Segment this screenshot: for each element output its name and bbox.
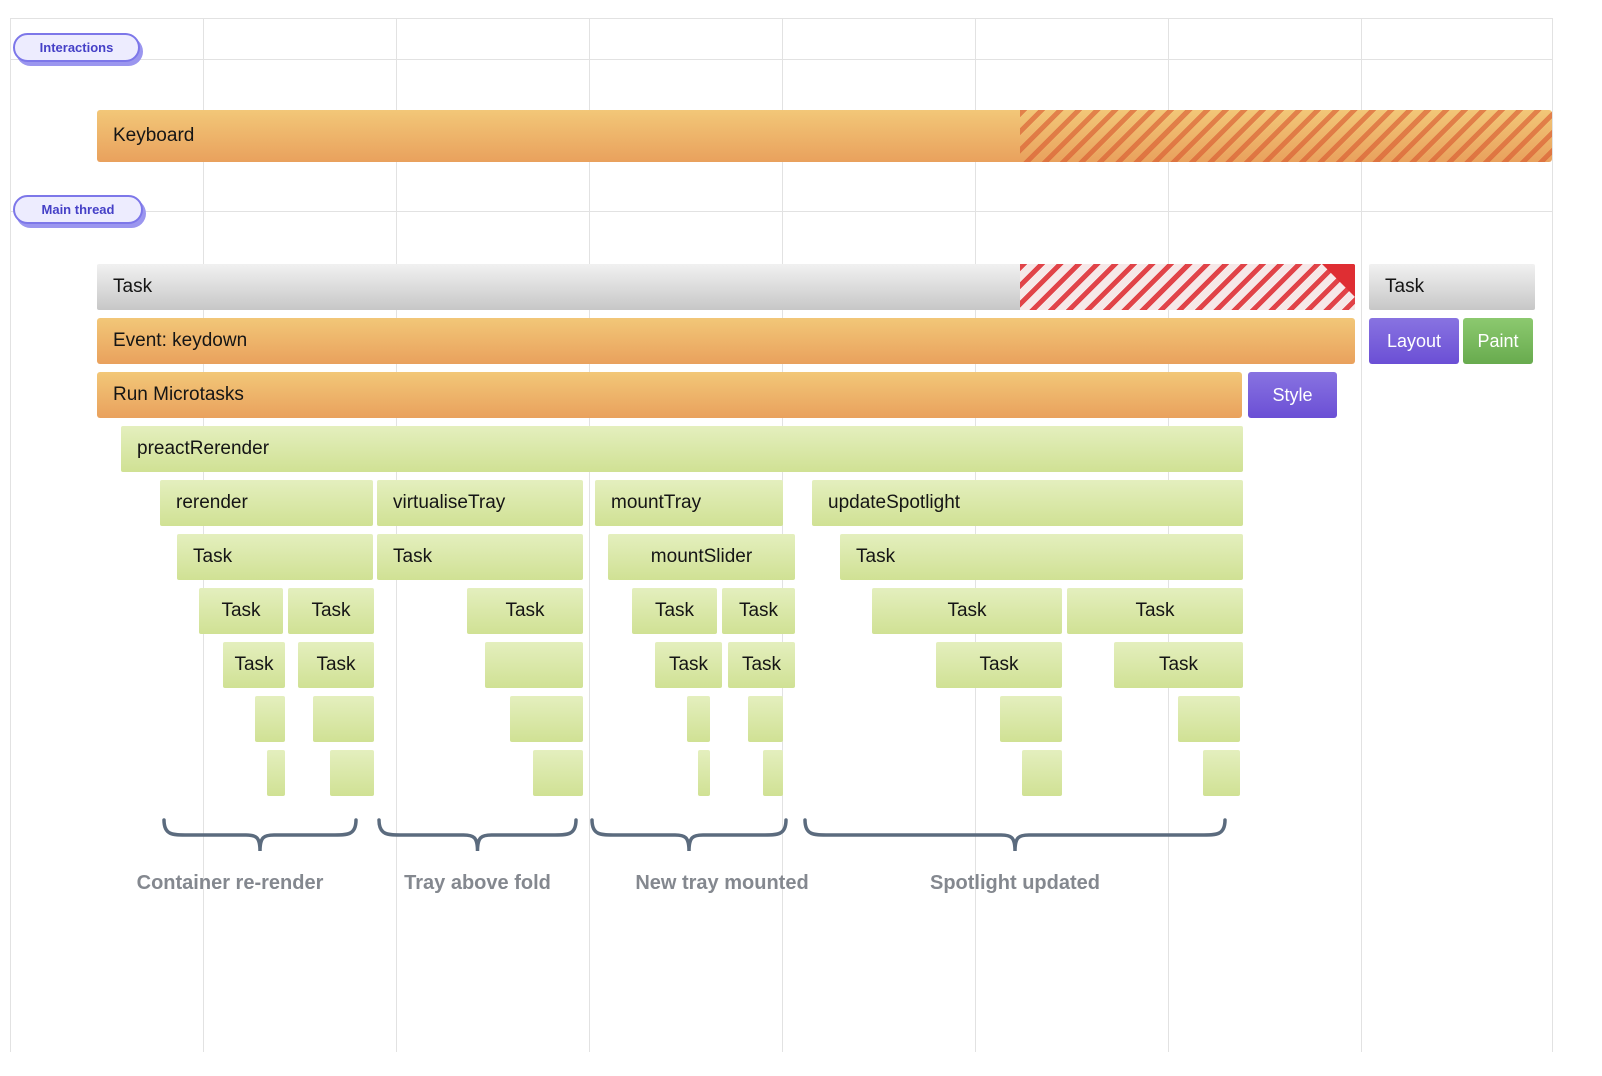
bar-block[interactable] — [698, 750, 710, 796]
bar-block[interactable] — [533, 750, 583, 796]
gridline-horizontal — [10, 59, 1552, 60]
bar-event-keydown[interactable]: Event: keydown — [97, 318, 1355, 364]
bar-label: preactRerender — [137, 438, 270, 459]
bar-block[interactable] — [485, 642, 583, 688]
bar-block[interactable] — [330, 750, 374, 796]
gridline-vertical — [1361, 18, 1362, 1052]
bar-block[interactable] — [267, 750, 285, 796]
bar-label: Style — [1272, 385, 1313, 405]
bar-task[interactable]: Task — [1067, 588, 1243, 634]
bar-task[interactable]: Task — [840, 534, 1243, 580]
bar-label: Task — [738, 600, 779, 621]
bar-label: Task — [505, 600, 545, 621]
bar-label: Run Microtasks — [113, 384, 244, 405]
bar-block[interactable] — [763, 750, 783, 796]
bar-block[interactable] — [255, 696, 285, 742]
hatched-overrun-region — [1020, 110, 1552, 162]
bar-paint[interactable]: Paint — [1463, 318, 1533, 364]
bar-virtualisetray[interactable]: virtualiseTray — [377, 480, 583, 526]
bar-task[interactable]: Task — [632, 588, 717, 634]
bar-run-microtasks[interactable]: Run Microtasks — [97, 372, 1242, 418]
bar-layout[interactable]: Layout — [1369, 318, 1459, 364]
bar-label: Task — [668, 654, 709, 675]
bar-label: Paint — [1477, 331, 1519, 351]
bar-block[interactable] — [1022, 750, 1062, 796]
bar-block[interactable] — [1000, 696, 1062, 742]
bar-label: Event: keydown — [113, 330, 248, 351]
bar-block[interactable] — [1178, 696, 1240, 742]
bar-label: Task — [113, 276, 153, 297]
bar-task[interactable]: Task — [377, 534, 583, 580]
bar-rerender[interactable]: rerender — [160, 480, 373, 526]
bar-label: Task — [234, 654, 274, 675]
bar-label: Task — [947, 600, 987, 621]
bar-label: Task — [856, 546, 896, 567]
track-pill-interactions[interactable]: Interactions — [13, 33, 140, 62]
bar-label: Task — [193, 546, 233, 567]
hatched-overrun-region — [1020, 264, 1355, 310]
bar-task[interactable]: Task — [288, 588, 374, 634]
bar-task[interactable]: Task — [467, 588, 583, 634]
gridline-vertical — [589, 18, 590, 1052]
bar-label: mountSlider — [650, 546, 753, 567]
bar-updatespotlight[interactable]: updateSpotlight — [812, 480, 1243, 526]
bar-label: mountTray — [611, 492, 702, 513]
bar-label: Task — [221, 600, 261, 621]
bar-task[interactable]: Task — [177, 534, 373, 580]
bar-task[interactable]: Task — [722, 588, 795, 634]
track-pill-main-thread-label: Main thread — [41, 202, 115, 217]
bar-mounttray[interactable]: mountTray — [595, 480, 783, 526]
gridline-horizontal — [10, 211, 1552, 212]
bar-task[interactable]: Task — [872, 588, 1062, 634]
annotation-label: Tray above fold — [404, 872, 551, 894]
bar-task[interactable]: Task — [655, 642, 722, 688]
bar-task[interactable]: Task — [298, 642, 374, 688]
bar-block[interactable] — [313, 696, 374, 742]
bar-keyboard[interactable]: Keyboard — [97, 110, 1552, 162]
underbrace — [377, 818, 578, 852]
bar-block[interactable] — [510, 696, 583, 742]
bar-label: virtualiseTray — [393, 492, 506, 513]
bar-preactrerender[interactable]: preactRerender — [121, 426, 1243, 472]
underbrace — [162, 818, 358, 852]
long-task-corner-triangle-icon — [1322, 264, 1355, 297]
bar-task[interactable]: Task — [1369, 264, 1535, 310]
bar-style[interactable]: Style — [1248, 372, 1337, 418]
bar-label: Task — [393, 546, 433, 567]
bar-label: Task — [1135, 600, 1175, 621]
bar-label: Task — [1158, 654, 1199, 675]
gridline-vertical — [10, 18, 11, 1052]
bar-mountslider[interactable]: mountSlider — [608, 534, 795, 580]
bar-label: Task — [311, 600, 351, 621]
bar-label: Task — [741, 654, 782, 675]
bar-task[interactable]: Task — [728, 642, 795, 688]
annotation-label: Container re-render — [136, 872, 324, 894]
bar-label: Keyboard — [113, 125, 195, 146]
track-pill-main-thread[interactable]: Main thread — [13, 195, 143, 224]
bar-label: updateSpotlight — [828, 492, 961, 513]
bar-task[interactable]: Task — [97, 264, 1355, 310]
annotation-label: New tray mounted — [635, 872, 809, 894]
bar-block[interactable] — [687, 696, 710, 742]
bar-task[interactable]: Task — [936, 642, 1062, 688]
bar-label: Task — [979, 654, 1019, 675]
track-pill-interactions-label: Interactions — [39, 40, 114, 55]
gridline-horizontal — [10, 18, 1552, 19]
underbrace — [803, 818, 1227, 852]
bar-block[interactable] — [1203, 750, 1240, 796]
bar-label: Task — [1385, 276, 1425, 297]
bar-label: Task — [654, 600, 695, 621]
bar-task[interactable]: Task — [223, 642, 285, 688]
underbrace — [590, 818, 788, 852]
bar-task[interactable]: Task — [1114, 642, 1243, 688]
bar-label: rerender — [176, 492, 248, 513]
bar-task[interactable]: Task — [199, 588, 283, 634]
bar-block[interactable] — [748, 696, 783, 742]
bar-label: Task — [316, 654, 356, 675]
gridline-vertical — [1552, 18, 1553, 1052]
annotation-label: Spotlight updated — [930, 872, 1100, 894]
bar-label: Layout — [1386, 331, 1442, 351]
